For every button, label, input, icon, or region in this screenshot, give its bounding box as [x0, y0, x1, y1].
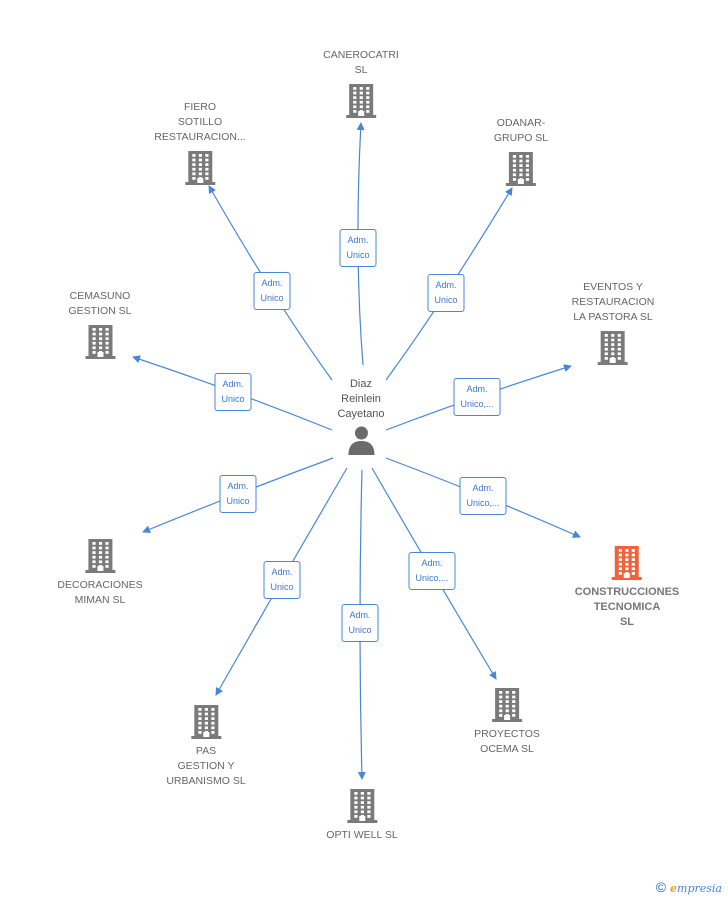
building-icon: [323, 82, 399, 123]
company-name: CANEROCATRI SL: [323, 49, 399, 76]
brand-initial: e: [670, 882, 678, 895]
company-node-decoraciones[interactable]: DECORACIONES MIMAN SL: [57, 537, 143, 608]
company-node-eventos[interactable]: EVENTOS Y RESTAURACION LA PASTORA SL: [571, 280, 655, 370]
company-node-odanar[interactable]: ODANAR- GRUPO SL: [494, 116, 548, 191]
role-tag-fiero[interactable]: Adm. Unico: [253, 272, 291, 310]
role-tag-optiwell[interactable]: Adm. Unico: [341, 604, 379, 642]
company-name: ODANAR- GRUPO SL: [493, 117, 549, 144]
role-tag-cemasuno[interactable]: Adm. Unico: [214, 373, 252, 411]
company-name: PROYECTOS OCEMA SL: [474, 728, 540, 755]
role-tag-pas[interactable]: Adm. Unico: [263, 561, 301, 599]
company-node-proyectos[interactable]: PROYECTOS OCEMA SL: [474, 686, 540, 757]
building-icon: [575, 544, 680, 585]
company-node-cemasuno[interactable]: CEMASUNO GESTION SL: [68, 289, 132, 364]
person-icon: [348, 426, 374, 455]
role-tag-decoraciones[interactable]: Adm. Unico: [219, 475, 257, 513]
company-node-canerocatri[interactable]: CANEROCATRI SL: [323, 48, 399, 123]
footer-brand: ©empresia: [656, 879, 722, 895]
company-name: CEMASUNO GESTION SL: [68, 290, 132, 317]
building-icon: [68, 323, 131, 364]
company-name: DECORACIONES MIMAN SL: [57, 579, 143, 606]
role-tag-odanar[interactable]: Adm. Unico: [427, 274, 465, 312]
company-node-pas[interactable]: PAS GESTION Y URBANISMO SL: [166, 703, 246, 789]
building-icon: [572, 329, 655, 370]
building-icon: [474, 686, 540, 727]
building-icon: [166, 703, 245, 744]
person-name: Diaz Reinlein Cayetano: [337, 378, 385, 420]
role-tag-eventos[interactable]: Adm. Unico,...: [453, 378, 501, 416]
company-node-fiero[interactable]: FIERO SOTILLO RESTAURACION...: [154, 100, 246, 190]
role-tag-canerocatri[interactable]: Adm. Unico: [339, 229, 377, 267]
building-icon: [494, 150, 548, 191]
copyright-symbol: ©: [655, 879, 667, 895]
company-node-construcciones[interactable]: CONSTRUCCIONES TECNOMICA SL: [574, 544, 680, 630]
building-icon: [154, 149, 245, 190]
company-name: PAS GESTION Y URBANISMO SL: [166, 745, 246, 787]
building-icon: [326, 787, 397, 828]
role-tag-proyectos[interactable]: Adm. Unico,...: [408, 552, 456, 590]
role-tag-construcciones[interactable]: Adm. Unico,...: [459, 477, 507, 515]
brand-name: mpresia: [677, 882, 722, 895]
company-name: FIERO SOTILLO RESTAURACION...: [154, 101, 246, 143]
building-icon: [57, 537, 142, 578]
company-node-optiwell[interactable]: OPTI WELL SL: [326, 787, 398, 843]
company-name: EVENTOS Y RESTAURACION LA PASTORA SL: [571, 281, 655, 323]
company-name: CONSTRUCCIONES TECNOMICA SL: [574, 586, 680, 628]
company-name: OPTI WELL SL: [326, 829, 398, 841]
center-person[interactable]: Diaz Reinlein Cayetano: [337, 377, 385, 460]
